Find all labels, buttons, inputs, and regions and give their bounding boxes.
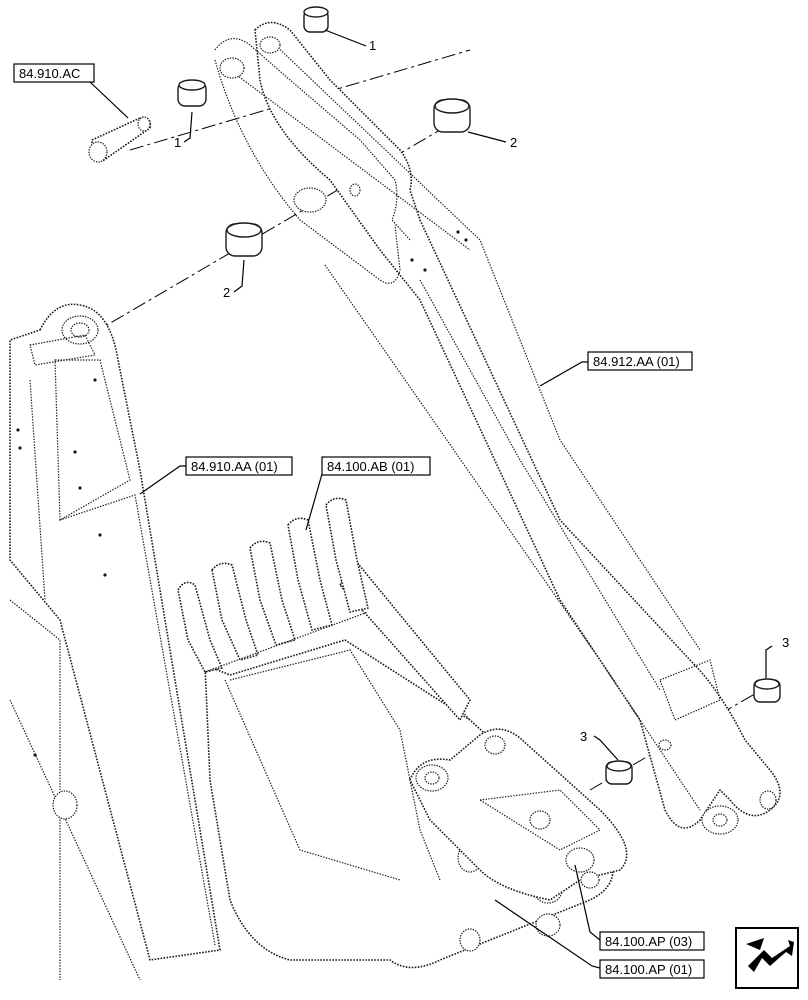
leader-bucket-link [539,361,588,387]
ref-bucket-link[interactable]: 84.912.AA (01) [587,351,693,371]
svg-text:84.910.AC: 84.910.AC [19,66,80,81]
back-arrow-icon[interactable] [735,927,799,989]
leader-bushing-top [324,29,367,47]
leader-bushing-low-left [593,735,619,761]
bucket-link-plates [214,21,781,835]
leader-pin [89,81,129,119]
boom-arm [9,303,221,981]
bushing-left [177,79,207,107]
callout-bushing-low-left: 3 [580,729,587,744]
svg-text:84.100.AP (01): 84.100.AP (01) [605,962,692,977]
bucket [204,559,614,969]
leader-boom [139,465,186,495]
callout-spacer-left: 2 [223,285,230,300]
bushing-low-right [753,678,781,703]
spacer-left [225,222,263,257]
ref-teeth[interactable]: 84.100.AB (01) [321,456,431,476]
ref-boom[interactable]: 84.910.AA (01) [185,456,293,476]
callout-bushing-top: 1 [369,38,376,53]
bushing-low-left [605,760,633,785]
pin [88,116,152,163]
callout-bushing-left: 1 [174,135,181,150]
callout-spacer-right: 2 [510,135,517,150]
leader-teeth [305,473,323,531]
svg-text:84.910.AA (01): 84.910.AA (01) [191,459,278,474]
leader-coupler-2 [494,899,601,969]
svg-text:84.912.AA (01): 84.912.AA (01) [593,354,680,369]
link-line [324,264,701,811]
leader-bushing-low-right [765,645,773,678]
ref-coupler-2[interactable]: 84.100.AP (01) [599,959,705,979]
leader-spacer-right [467,131,507,143]
bushing-top [303,6,329,33]
svg-text:84.100.AP (03): 84.100.AP (03) [605,934,692,949]
leader-bushing-left [183,111,193,143]
leader-coupler-1 [574,864,601,941]
bucket-teeth [177,497,369,673]
leader-spacer-left [233,259,245,293]
ref-pin[interactable]: 84.910.AC [13,63,95,83]
spacer-right [433,98,471,133]
callout-bushing-low-right: 3 [782,635,789,650]
ref-coupler-1[interactable]: 84.100.AP (03) [599,931,705,951]
coupler-assembly [409,728,628,901]
svg-text:84.100.AB (01): 84.100.AB (01) [327,459,414,474]
